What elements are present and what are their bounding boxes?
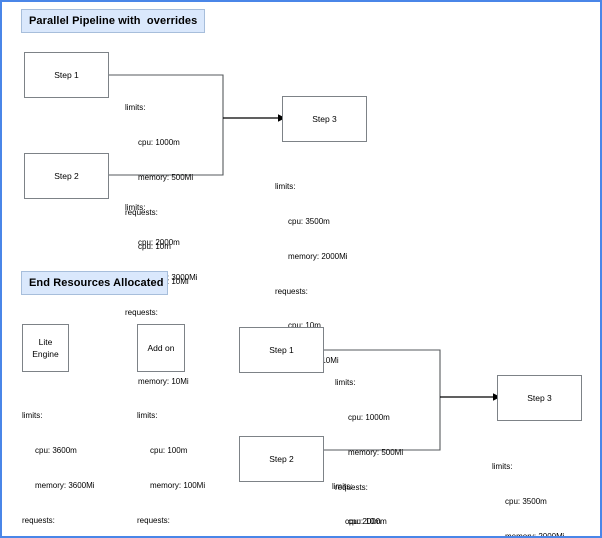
resources-bottom-step-2: limits: cpu: 2000m memory: 3000Mi reques… bbox=[332, 458, 405, 536]
limits-memory: memory: 2000Mi bbox=[288, 251, 348, 261]
requests-label: requests: bbox=[275, 286, 308, 296]
node-bottom-step-3[interactable]: Step 3 bbox=[497, 375, 582, 421]
node-bottom-step-1[interactable]: Step 1 bbox=[239, 327, 324, 373]
resources-add-on: limits: cpu: 100m memory: 100Mi requests… bbox=[137, 387, 206, 536]
limits-cpu: cpu: 3500m bbox=[288, 216, 330, 226]
requests-memory: memory: 10Mi bbox=[138, 377, 189, 387]
requests-label: requests: bbox=[335, 482, 368, 492]
requests-label: requests: bbox=[125, 307, 158, 317]
limits-label: limits: bbox=[492, 462, 513, 472]
limits-label: limits: bbox=[275, 182, 296, 192]
requests-cpu: cpu: 10m bbox=[138, 242, 171, 252]
requests-cpu: cpu: 10m bbox=[288, 321, 321, 331]
requests-label: requests: bbox=[22, 515, 55, 525]
limits-label: limits: bbox=[335, 378, 356, 388]
node-top-step-1[interactable]: Step 1 bbox=[24, 52, 109, 98]
limits-cpu: cpu: 1000m bbox=[348, 412, 390, 422]
limits-cpu: cpu: 2000m bbox=[138, 237, 180, 247]
limits-memory: memory: 3600Mi bbox=[35, 480, 95, 490]
limits-label: limits: bbox=[125, 103, 146, 113]
node-lite-engine[interactable]: Lite Engine bbox=[22, 324, 69, 372]
requests-label: requests: bbox=[137, 515, 170, 525]
resources-bottom-step-1: limits: cpu: 1000m memory: 500Mi request… bbox=[335, 354, 404, 536]
limits-memory: memory: 2000Mi bbox=[505, 531, 565, 538]
limits-label: limits: bbox=[22, 411, 43, 421]
node-top-step-2[interactable]: Step 2 bbox=[24, 153, 109, 199]
node-add-on[interactable]: Add on bbox=[137, 324, 185, 372]
limits-cpu: cpu: 2000m bbox=[345, 516, 387, 526]
requests-label: requests: bbox=[125, 207, 158, 217]
limits-cpu: cpu: 1000m bbox=[138, 137, 180, 147]
requests-cpu: cpu: 10m bbox=[348, 517, 381, 527]
limits-memory: memory: 500Mi bbox=[138, 172, 194, 182]
limits-memory: memory: 100Mi bbox=[150, 480, 206, 490]
node-top-step-3[interactable]: Step 3 bbox=[282, 96, 367, 142]
limits-cpu: cpu: 100m bbox=[150, 445, 188, 455]
limits-label: limits: bbox=[137, 411, 158, 421]
limits-label: limits: bbox=[332, 482, 353, 492]
resources-bottom-step-3: limits: cpu: 3500m memory: 2000Mi reques… bbox=[492, 438, 565, 538]
resources-lite-engine: limits: cpu: 3600m memory: 3600Mi reques… bbox=[22, 387, 95, 536]
limits-memory: memory: 500Mi bbox=[348, 447, 404, 457]
section-title-end-resources: End Resources Allocated bbox=[21, 271, 168, 295]
section-title-parallel-pipeline: Parallel Pipeline with overrides bbox=[21, 9, 205, 33]
node-bottom-step-2[interactable]: Step 2 bbox=[239, 436, 324, 482]
limits-cpu: cpu: 3600m bbox=[35, 445, 77, 455]
limits-cpu: cpu: 3500m bbox=[505, 496, 547, 506]
limits-label: limits: bbox=[125, 203, 146, 213]
